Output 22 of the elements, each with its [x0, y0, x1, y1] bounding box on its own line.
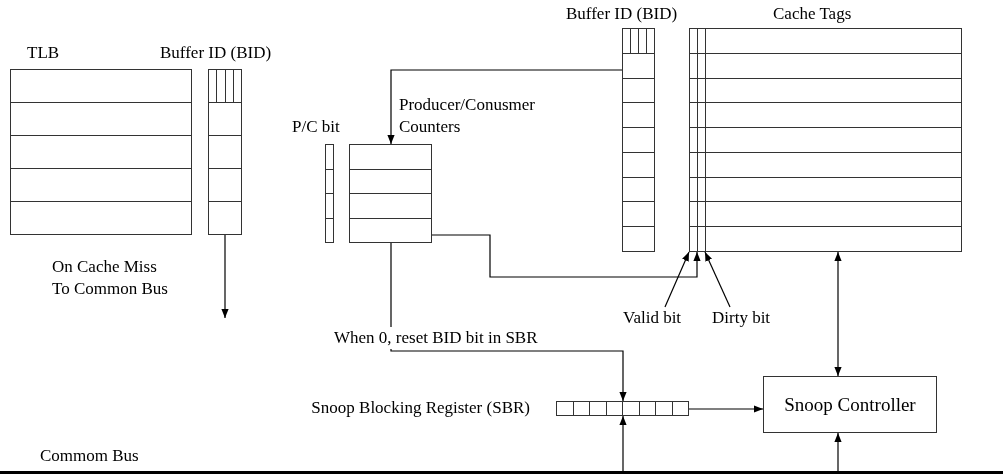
arrow	[387, 69, 623, 145]
edge-label: When 0, reset BID bit in SBR	[334, 327, 538, 349]
arrow	[834, 251, 842, 377]
table-heading: Snoop Blocking Register (SBR)	[310, 397, 530, 419]
arrow	[688, 405, 764, 413]
table-heading: P/C bit	[292, 116, 340, 138]
arrow	[834, 432, 842, 472]
arrow	[221, 234, 229, 319]
table-heading: Cache Tags	[773, 3, 852, 25]
table-heading: Producer/Conusmer Counters	[399, 94, 536, 138]
arrow	[390, 242, 627, 402]
box-label: Snoop Controller	[784, 393, 916, 416]
table-heading: Buffer ID (BID)	[160, 42, 272, 64]
bit-label: Dirty bit	[712, 307, 771, 329]
table-heading: Buffer ID (BID)	[566, 3, 678, 25]
table-heading: TLB	[27, 42, 60, 64]
arrow	[619, 415, 627, 472]
bit-label: Valid bit	[623, 307, 682, 329]
leader-line	[704, 251, 731, 308]
table-heading: Commom Bus	[40, 445, 139, 467]
arrow	[431, 234, 701, 278]
leader-line	[664, 251, 690, 308]
